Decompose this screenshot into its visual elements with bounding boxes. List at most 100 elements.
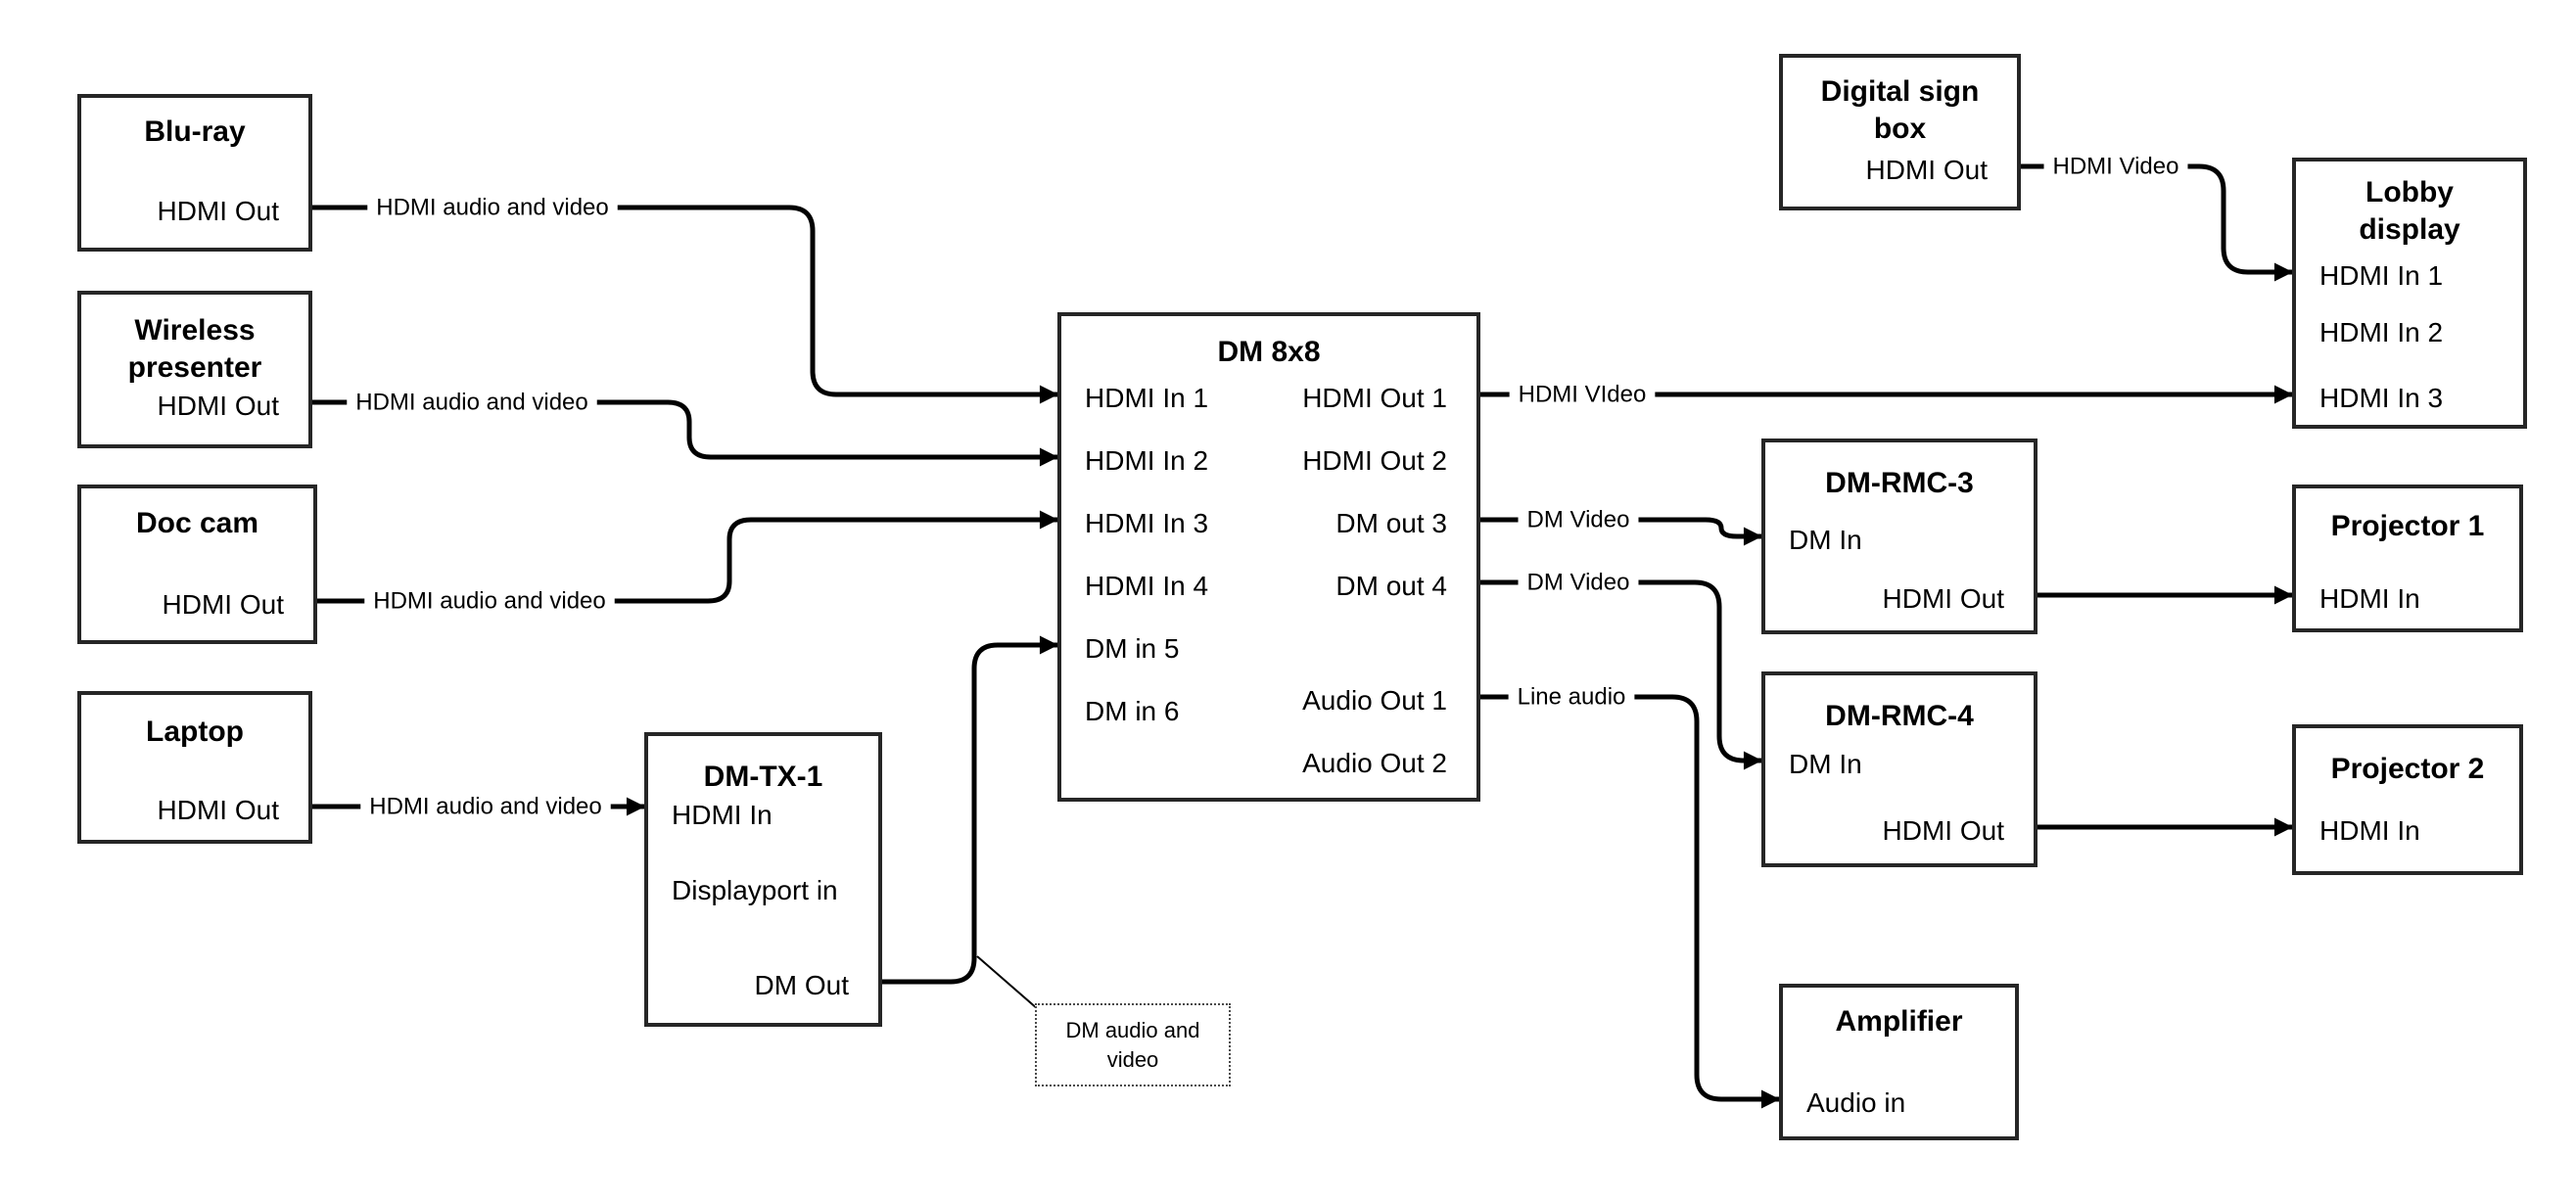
note-line-1: DM audio and — [1065, 1018, 1200, 1042]
node-title-line: box — [1873, 113, 1927, 145]
node-title-line: Digital sign — [1820, 75, 1980, 108]
node-title-line: Wireless — [134, 314, 256, 346]
port-wireless-presenter-hdmi-out: HDMI Out — [157, 391, 279, 421]
port-digital-sign-box-hdmi-out: HDMI Out — [1865, 155, 1988, 185]
node-title-laptop: Laptop — [81, 714, 308, 751]
node-title-line: Lobby — [2365, 176, 2454, 208]
wire-label-background — [1518, 565, 1639, 600]
node-title-line: DM-RMC-3 — [1825, 467, 1974, 499]
port-laptop-hdmi-out: HDMI Out — [157, 795, 279, 825]
node-title-dm-tx-1: DM-TX-1 — [648, 759, 878, 796]
wire-label-laptop-to-dmtx1: HDMI audio and video — [369, 794, 601, 820]
node-title-line: Projector 2 — [2330, 753, 2485, 785]
port-dm-8x8-dm-in-5: DM in 5 — [1085, 633, 1180, 664]
node-title-projector-2: Projector 2 — [2296, 751, 2519, 788]
node-title-line: Amplifier — [1835, 1005, 1963, 1038]
node-title-blu-ray: Blu-ray — [81, 114, 308, 151]
node-title-lobby-display: Lobby display — [2296, 174, 2523, 249]
wire-label-dm8x8-out4-to-rmc4: DM Video — [1527, 570, 1630, 596]
connection-dm8x8-out4-to-rmc4[interactable] — [1480, 579, 1762, 770]
port-projector-1-hdmi-in: HDMI In — [2319, 583, 2420, 614]
port-dm-8x8-hdmi-in-2: HDMI In 2 — [1085, 445, 1209, 476]
wire-label-doccam-to-dm8x8-in3: HDMI audio and video — [373, 588, 605, 615]
wire-label-background — [364, 583, 615, 619]
port-dm-8x8-audio-out-1: Audio Out 1 — [1302, 685, 1447, 716]
node-title-line: display — [2359, 213, 2460, 246]
wire-label-digitalsign-to-lobby-in1: HDMI Video — [2053, 154, 2179, 180]
connection-dm8x8-audio1-to-amplifier[interactable] — [1480, 694, 1780, 1109]
node-dm-rmc-4[interactable]: DM-RMC-4 DM In HDMI Out — [1761, 671, 2037, 867]
node-title-line: DM 8x8 — [1217, 336, 1321, 368]
port-dm-8x8-hdmi-in-3: HDMI In 3 — [1085, 508, 1209, 538]
connection-bluray-to-dm8x8-in1[interactable] — [312, 205, 1058, 404]
port-dm-8x8-audio-out-2: Audio Out 2 — [1302, 748, 1447, 778]
note-leader-line — [976, 955, 1039, 1010]
wire-label-dm8x8-audio1-to-amplifier: Line audio — [1518, 684, 1626, 711]
connection-dm8x8-out3-to-rmc3[interactable] — [1480, 517, 1762, 546]
wire-label-bluray-to-dm8x8-in1: HDMI audio and video — [376, 195, 608, 221]
wire-label-dm8x8-out3-to-rmc3: DM Video — [1527, 507, 1630, 533]
node-title-wireless-presenter: Wireless presenter — [81, 312, 308, 387]
node-dm-rmc-3[interactable]: DM-RMC-3 DM In HDMI Out — [1761, 439, 2037, 634]
node-title-line: Doc cam — [135, 507, 259, 539]
port-dm-rmc-4-hdmi-out: HDMI Out — [1882, 815, 2004, 846]
port-dm-8x8-dm-out-3: DM out 3 — [1335, 508, 1447, 538]
port-dm-8x8-hdmi-in-4: HDMI In 4 — [1085, 571, 1209, 601]
node-title-line: DM-TX-1 — [703, 761, 823, 793]
port-lobby-display-hdmi-in-3: HDMI In 3 — [2319, 383, 2444, 413]
node-title-dm-rmc-3: DM-RMC-3 — [1765, 465, 2034, 502]
port-blu-ray-hdmi-out: HDMI Out — [157, 196, 279, 226]
node-title-line: presenter — [127, 351, 262, 384]
node-title-line: Blu-ray — [144, 115, 246, 148]
port-lobby-display-hdmi-in-2: HDMI In 2 — [2319, 317, 2444, 347]
wire-label-background — [1509, 377, 1656, 412]
note-dm-audio-video[interactable]: DM audio and video — [1035, 1003, 1231, 1086]
node-title-digital-sign-box: Digital sign box — [1783, 73, 2017, 148]
port-dm-8x8-dm-in-6: DM in 6 — [1085, 696, 1180, 726]
port-dm-tx-1-displayport-in: Displayport in — [672, 875, 838, 905]
port-amplifier-audio-in: Audio in — [1806, 1087, 1906, 1118]
wire-label-background — [1518, 502, 1639, 537]
connection-dmtx1-to-dm8x8-in5[interactable] — [882, 635, 1058, 985]
node-title-line: DM-RMC-4 — [1825, 700, 1974, 732]
connection-digitalsign-to-lobby-in1[interactable] — [2021, 163, 2293, 282]
node-title-line: Projector 1 — [2330, 510, 2485, 542]
port-dm-8x8-hdmi-in-1: HDMI In 1 — [1085, 383, 1209, 413]
connection-wireless-to-dm8x8-in2[interactable] — [312, 399, 1058, 467]
node-title-amplifier: Amplifier — [1783, 1003, 2015, 1040]
wire-label-background — [360, 789, 611, 824]
port-dm-8x8-dm-out-4: DM out 4 — [1335, 571, 1447, 601]
port-dm-tx-1-hdmi-in: HDMI In — [672, 800, 773, 830]
node-title-dm-rmc-4: DM-RMC-4 — [1765, 698, 2034, 735]
node-title-dm-8x8: DM 8x8 — [1061, 334, 1476, 371]
port-dm-8x8-hdmi-out-1: HDMI Out 1 — [1302, 383, 1447, 413]
port-dm-8x8-hdmi-out-2: HDMI Out 2 — [1302, 445, 1447, 476]
port-doc-cam-hdmi-out: HDMI Out — [162, 589, 284, 620]
port-dm-rmc-3-hdmi-out: HDMI Out — [1882, 583, 2004, 614]
wire-label-background — [1508, 679, 1635, 715]
port-projector-2-hdmi-in: HDMI In — [2319, 815, 2420, 846]
connection-doccam-to-dm8x8-in3[interactable] — [317, 510, 1058, 604]
node-projector-1[interactable]: Projector 1 HDMI In — [2292, 485, 2523, 632]
node-projector-2[interactable]: Projector 2 HDMI In — [2292, 724, 2523, 875]
port-lobby-display-hdmi-in-1: HDMI In 1 — [2319, 260, 2444, 291]
node-title-projector-1: Projector 1 — [2296, 508, 2519, 545]
port-dm-rmc-3-dm-in: DM In — [1789, 525, 1862, 555]
note-line-2: video — [1106, 1047, 1159, 1072]
port-dm-tx-1-dm-out: DM Out — [754, 970, 849, 1000]
wire-label-background — [2043, 149, 2188, 184]
port-dm-rmc-4-dm-in: DM In — [1789, 749, 1862, 779]
wire-label-background — [347, 385, 597, 420]
